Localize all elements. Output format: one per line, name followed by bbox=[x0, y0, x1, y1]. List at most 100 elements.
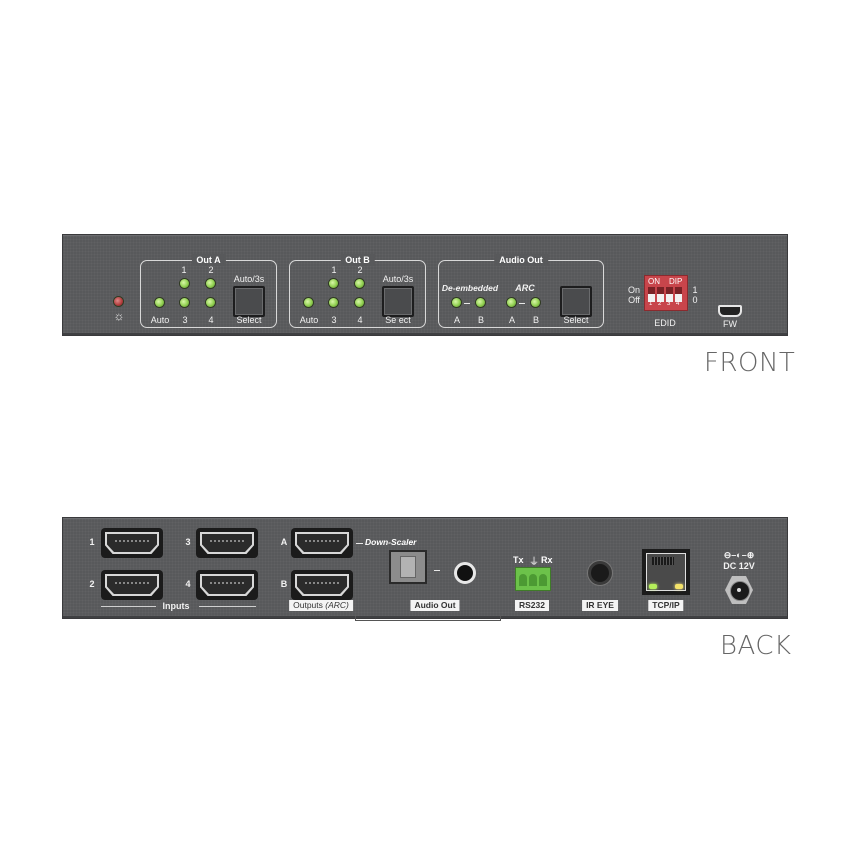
de-embedded-label: De-embedded bbox=[441, 283, 499, 293]
input-2-label: 2 bbox=[89, 579, 95, 589]
rs232-label: RS232 bbox=[515, 600, 549, 611]
out-a-select-button[interactable] bbox=[233, 286, 265, 317]
arc-label-a: A bbox=[508, 315, 516, 325]
hdmi-input-1[interactable] bbox=[101, 528, 163, 558]
out-b-led-1 bbox=[329, 279, 338, 288]
out-a-button-top-label: Auto/3s bbox=[233, 274, 265, 284]
back-panel: 1 3 2 4 Inputs A Down-Scaler B Outputs (… bbox=[62, 517, 788, 621]
front-view-label: FRONT bbox=[704, 348, 796, 378]
hdmi-input-3[interactable] bbox=[196, 528, 258, 558]
dc-label: DC 12V bbox=[723, 561, 755, 571]
de-embedded-label-b: B bbox=[477, 315, 485, 325]
input-1-label: 1 bbox=[89, 537, 95, 547]
out-b-label-1: 1 bbox=[331, 265, 337, 275]
front-panel: ☼ Out A 1 2 Auto 3 4 Auto/3s Select Out … bbox=[62, 234, 788, 336]
out-a-led-1 bbox=[180, 279, 189, 288]
edid-dip-switch[interactable]: ON DIP 1 2 3 4 bbox=[644, 275, 688, 311]
out-a-button-label: Select bbox=[236, 315, 262, 325]
de-embedded-led-b bbox=[476, 298, 485, 307]
inputs-line-left bbox=[101, 606, 156, 607]
out-b-led-2 bbox=[355, 279, 364, 288]
arc-led-a bbox=[507, 298, 516, 307]
dash bbox=[464, 303, 470, 304]
input-3-label: 3 bbox=[185, 537, 191, 547]
dash bbox=[434, 570, 440, 571]
rs232-rx-label: Rx bbox=[541, 555, 553, 565]
output-a-label: A bbox=[280, 537, 288, 547]
edid-zero-label: 0 bbox=[692, 295, 698, 305]
out-a-led-4 bbox=[206, 298, 215, 307]
dip-switch-4[interactable] bbox=[675, 287, 682, 302]
hdmi-output-a[interactable] bbox=[291, 528, 353, 558]
down-scaler-label: Down-Scaler bbox=[365, 537, 417, 547]
out-b-led-3 bbox=[329, 298, 338, 307]
ir-eye-jack[interactable] bbox=[588, 561, 612, 585]
arc-label: ARC bbox=[515, 283, 535, 293]
audio-jack-3-5mm[interactable] bbox=[454, 562, 476, 584]
out-a-label-auto: Auto bbox=[150, 315, 170, 325]
ethernet-port[interactable] bbox=[642, 549, 690, 595]
audio-out-group: Audio Out bbox=[438, 254, 604, 328]
ground-icon: ⏚ bbox=[529, 557, 539, 568]
dip-num-3: 3 bbox=[667, 301, 671, 307]
dc-power-jack[interactable] bbox=[725, 576, 753, 604]
audio-select-label: Select bbox=[563, 315, 589, 325]
hdmi-input-2[interactable] bbox=[101, 570, 163, 600]
arc-label-b: B bbox=[532, 315, 540, 325]
fw-usb-port[interactable] bbox=[718, 305, 742, 317]
out-a-label-1: 1 bbox=[181, 265, 187, 275]
edid-off-label: Off bbox=[628, 295, 640, 305]
out-a-label-4: 4 bbox=[208, 315, 214, 325]
optical-audio-port[interactable] bbox=[389, 550, 427, 584]
out-a-title: Out A bbox=[191, 254, 226, 266]
dip-switch-2[interactable] bbox=[657, 287, 664, 302]
outputs-arc-text: (ARC) bbox=[325, 600, 349, 610]
dip-num-1: 1 bbox=[649, 301, 653, 307]
out-b-label-3: 3 bbox=[331, 315, 337, 325]
hdmi-output-b[interactable] bbox=[291, 570, 353, 600]
out-a-led-auto bbox=[155, 298, 164, 307]
back-view-label: BACK bbox=[720, 631, 792, 661]
sun-icon: ☼ bbox=[113, 309, 125, 323]
out-b-led-4 bbox=[355, 298, 364, 307]
inputs-label: Inputs bbox=[162, 601, 190, 611]
hdmi-input-4[interactable] bbox=[196, 570, 258, 600]
out-a-group: Out A bbox=[140, 254, 277, 328]
audio-select-button[interactable] bbox=[560, 286, 592, 317]
ir-eye-label: IR EYE bbox=[582, 600, 618, 611]
de-embedded-led-a bbox=[452, 298, 461, 307]
rs232-terminal-block[interactable] bbox=[515, 567, 551, 591]
tcpip-label: TCP/IP bbox=[648, 600, 684, 611]
out-a-label-2: 2 bbox=[208, 265, 214, 275]
out-b-select-button[interactable] bbox=[382, 286, 414, 317]
out-b-led-auto bbox=[304, 298, 313, 307]
out-b-label-auto: Auto bbox=[299, 315, 319, 325]
audio-out-title: Audio Out bbox=[494, 254, 548, 266]
arc-led-b bbox=[531, 298, 540, 307]
out-b-title: Out B bbox=[340, 254, 375, 266]
dip-num-2: 2 bbox=[658, 301, 662, 307]
out-b-group: Out B bbox=[289, 254, 426, 328]
dash bbox=[519, 303, 525, 304]
fw-label: FW bbox=[723, 319, 737, 329]
outputs-text: Outputs bbox=[293, 600, 323, 610]
out-b-label-2: 2 bbox=[357, 265, 363, 275]
dc-polarity-icon: ⊖–◐–⊕ bbox=[723, 550, 755, 560]
dip-switch-3[interactable] bbox=[666, 287, 673, 302]
dip-brand-text: DIP bbox=[669, 277, 683, 286]
dip-num-4: 4 bbox=[676, 301, 680, 307]
dash bbox=[356, 543, 363, 544]
out-a-led-2 bbox=[206, 279, 215, 288]
edid-on-label: On bbox=[627, 285, 641, 295]
power-led bbox=[114, 297, 123, 306]
output-b-label: B bbox=[280, 579, 288, 589]
rs232-tx-label: Tx bbox=[513, 555, 524, 565]
chassis-bottom-plate bbox=[355, 616, 501, 621]
input-4-label: 4 bbox=[185, 579, 191, 589]
dip-on-text: ON bbox=[648, 277, 660, 286]
edid-label: EDID bbox=[654, 318, 676, 328]
out-b-button-top-label: Auto/3s bbox=[382, 274, 414, 284]
dip-switch-1[interactable] bbox=[648, 287, 655, 302]
out-a-led-3 bbox=[180, 298, 189, 307]
inputs-line-right bbox=[199, 606, 256, 607]
